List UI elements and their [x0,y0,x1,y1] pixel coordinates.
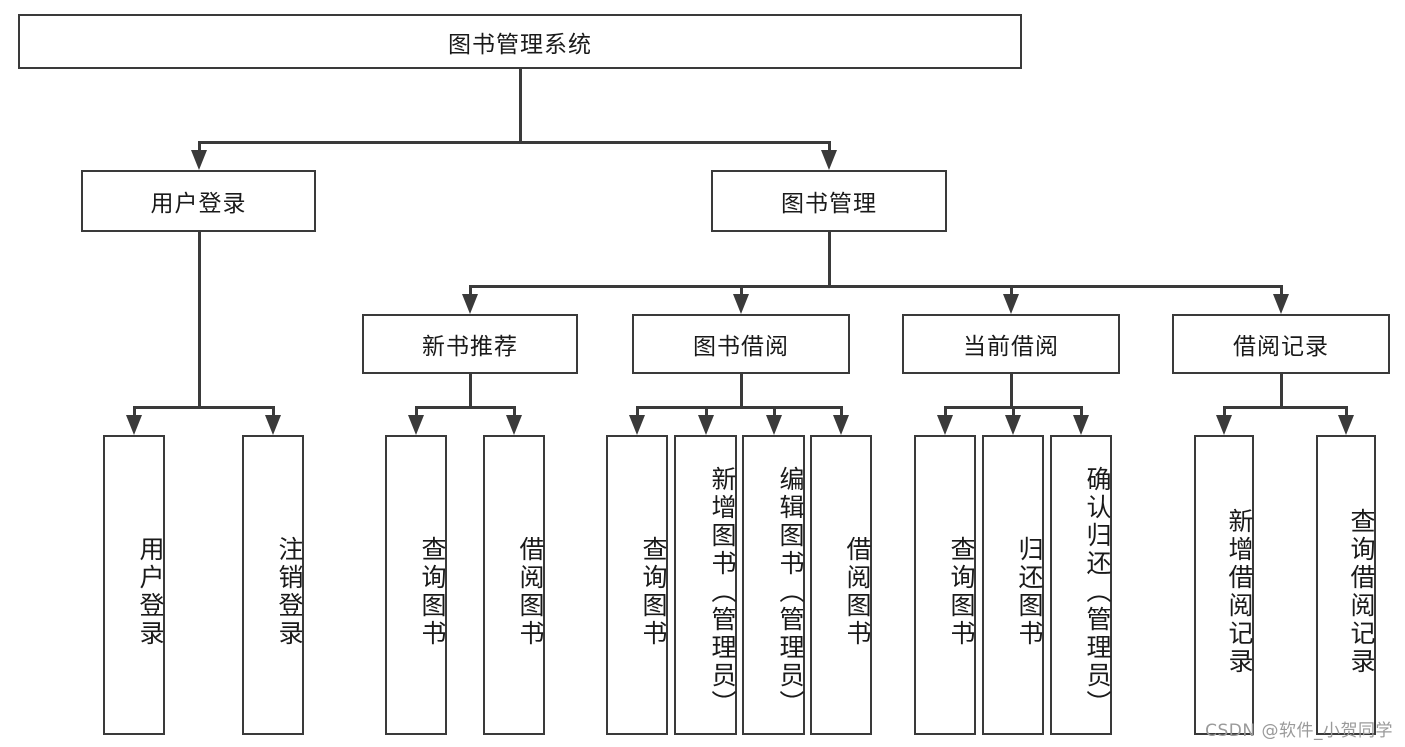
edge-drop-login [198,141,201,152]
node-leaf-7[interactable]: 编辑图书（管理员） [742,435,805,735]
node-leaf-2[interactable]: 注销登录 [242,435,304,735]
edge-drop-leaf-4 [513,406,516,417]
edge-stem-current [1010,374,1013,408]
arrow-record [1273,294,1289,314]
edge-stem-root [519,69,522,143]
edge-bus-newbook [415,406,516,409]
edge-drop-leaf-2 [272,406,275,417]
edge-drop-leaf-12 [1223,406,1226,417]
arrow-borrow [733,294,749,314]
node-label: 新增图书（管理员） [708,466,737,718]
edge-stem-bookmgmt [828,232,831,287]
arrow-leaf-9 [937,415,953,435]
edge-drop-record [1280,285,1283,296]
edge-drop-leaf-9 [944,406,947,417]
node-label: 编辑图书（管理员） [776,466,805,718]
edge-stem-login [198,232,201,408]
arrow-leaf-6 [698,415,714,435]
node-leaf-10[interactable]: 归还图书 [982,435,1044,735]
node-label: 查询借阅记录 [1347,508,1376,676]
node-label: 当前借阅 [963,334,1059,360]
edge-drop-leaf-5 [636,406,639,417]
node-current[interactable]: 当前借阅 [902,314,1120,374]
edge-stem-borrow [740,374,743,408]
node-leaf-5[interactable]: 查询图书 [606,435,668,735]
node-label: 新书推荐 [422,334,518,360]
arrow-current [1003,294,1019,314]
node-leaf-11[interactable]: 确认归还（管理员） [1050,435,1112,735]
node-leaf-13[interactable]: 查询借阅记录 [1316,435,1376,735]
arrow-leaf-2 [265,415,281,435]
node-record[interactable]: 借阅记录 [1172,314,1390,374]
node-label: 借阅图书 [516,536,545,648]
node-borrow[interactable]: 图书借阅 [632,314,850,374]
node-leaf-1[interactable]: 用户登录 [103,435,165,735]
node-leaf-3[interactable]: 查询图书 [385,435,447,735]
edge-drop-leaf-13 [1345,406,1348,417]
node-leaf-6[interactable]: 新增图书（管理员） [674,435,737,735]
node-label: 新增借阅记录 [1225,508,1254,676]
edge-bus-record [1223,406,1348,409]
node-label: 图书借阅 [693,334,789,360]
arrow-bookmgmt [821,150,837,170]
node-label: 归还图书 [1015,536,1044,648]
node-label: 注销登录 [275,536,304,648]
node-label: 确认归还（管理员） [1083,466,1112,718]
arrow-leaf-10 [1005,415,1021,435]
arrow-leaf-7 [766,415,782,435]
node-label: 用户登录 [150,191,247,217]
arrow-leaf-12 [1216,415,1232,435]
edge-drop-newbook [469,285,472,296]
edge-stem-record [1280,374,1283,408]
edge-drop-current [1010,285,1013,296]
node-leaf-8[interactable]: 借阅图书 [810,435,872,735]
edge-drop-bookmgmt [828,141,831,152]
arrow-newbook [462,294,478,314]
edge-drop-leaf-7 [773,406,776,417]
arrow-leaf-11 [1073,415,1089,435]
node-label: 借阅图书 [843,536,872,648]
arrow-login [191,150,207,170]
node-leaf-4[interactable]: 借阅图书 [483,435,545,735]
edge-drop-leaf-10 [1012,406,1015,417]
edge-bus-root [198,141,831,144]
node-leaf-9[interactable]: 查询图书 [914,435,976,735]
arrow-leaf-13 [1338,415,1354,435]
edge-stem-newbook [469,374,472,408]
edge-drop-leaf-1 [133,406,136,417]
node-label: 查询图书 [418,536,447,648]
watermark-label: CSDN @软件_小贺同学 [1205,721,1393,741]
edge-bus-bookmgmt [469,285,1283,288]
node-login[interactable]: 用户登录 [81,170,316,232]
edge-drop-leaf-11 [1080,406,1083,417]
arrow-leaf-1 [126,415,142,435]
edge-bus-borrow [636,406,843,409]
node-label: 借阅记录 [1233,334,1329,360]
edge-drop-leaf-6 [705,406,708,417]
edge-drop-leaf-3 [415,406,418,417]
arrow-leaf-4 [506,415,522,435]
edge-bus-login [133,406,275,409]
edge-drop-leaf-8 [840,406,843,417]
node-label: 查询图书 [639,536,668,648]
node-bookmgmt[interactable]: 图书管理 [711,170,947,232]
edge-drop-borrow [740,285,743,296]
node-root[interactable]: 图书管理系统 [18,14,1022,69]
node-newbook[interactable]: 新书推荐 [362,314,578,374]
node-leaf-12[interactable]: 新增借阅记录 [1194,435,1254,735]
arrow-leaf-5 [629,415,645,435]
node-label: 图书管理 [781,191,877,217]
arrow-leaf-3 [408,415,424,435]
node-label: 查询图书 [947,536,976,648]
arrow-leaf-8 [833,415,849,435]
node-label: 图书管理系统 [448,31,592,58]
node-label: 用户登录 [136,536,165,648]
